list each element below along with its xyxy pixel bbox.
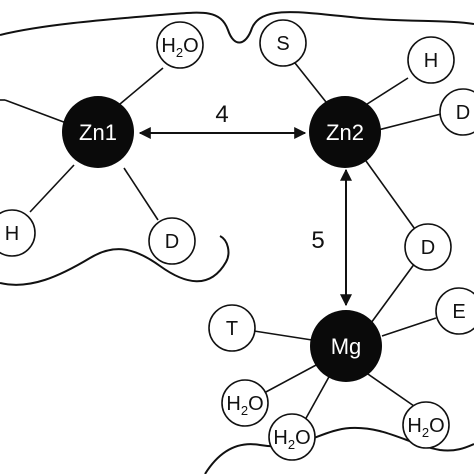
ligand-zn2-h-node — [407, 36, 455, 84]
ligand-mg-water-1-node — [221, 379, 269, 427]
bond-zn1-left — [4, 99, 70, 125]
ligand-mg-t-label: T — [226, 318, 238, 340]
ligand-zn2-d-right-label: D — [456, 102, 470, 124]
ligand-zn1-h-label: H — [5, 223, 19, 245]
protein-contour-bottom — [204, 426, 474, 474]
bond-mg-t — [253, 330, 313, 341]
ligand-zn1-d-label: D — [165, 231, 179, 253]
metal-zn1-label: Zn1 — [79, 120, 117, 145]
bond-zn2-h — [363, 77, 409, 107]
metal-zn1-node — [62, 96, 134, 168]
ligand-zn2-h-label: H — [424, 50, 438, 72]
ligand-mg-water-2-label: H2O — [273, 427, 310, 452]
bond-zn1-d — [123, 167, 159, 221]
metal-zn2-node — [309, 96, 381, 168]
distance-label-zn2-mg: 5 — [311, 227, 324, 254]
ligand-mg-water-2-node — [268, 413, 316, 461]
bond-mg-water-2 — [304, 374, 331, 421]
protein-contour-middle — [0, 235, 230, 286]
ligand-mg-water-3-label: H2O — [407, 415, 444, 440]
protein-contour-top — [0, 11, 474, 44]
bond-zn1-water — [119, 67, 164, 105]
distance-label-zn1-zn2: 4 — [215, 101, 228, 128]
ligand-zn2-d-right-node — [439, 88, 474, 136]
ligand-bridge-d-node — [404, 223, 452, 271]
ligand-zn2-s-label: S — [276, 33, 289, 55]
ligand-mg-t-node — [208, 304, 256, 352]
bond-mg-e — [381, 317, 437, 337]
ligand-zn2-s-node — [259, 19, 307, 67]
ligand-mg-water-3-node — [402, 401, 450, 449]
bond-zn2-d-right — [377, 113, 442, 131]
ligand-bridge-d-label: D — [421, 237, 435, 259]
bond-mg-water-3 — [364, 371, 415, 407]
ligand-zn1-d-node — [148, 217, 196, 265]
bond-zn2-bridge-d — [365, 160, 418, 233]
bond-mg-bridge-d — [370, 262, 416, 324]
metal-mg-node — [310, 310, 382, 382]
ligand-mg-e-label: E — [452, 301, 465, 323]
bond-mg-water-1 — [263, 363, 319, 394]
ligand-zn1-water-node — [156, 21, 204, 69]
ligand-zn1-water-label: H2O — [161, 35, 198, 60]
bond-zn1-h — [29, 164, 75, 213]
ligand-mg-water-1-label: H2O — [226, 393, 263, 418]
ligand-mg-e-node — [435, 287, 474, 335]
bond-zn2-s — [294, 62, 327, 103]
metal-mg-label: Mg — [331, 334, 362, 359]
metal-zn2-label: Zn2 — [326, 120, 364, 145]
ligand-zn1-h-node — [0, 209, 36, 257]
